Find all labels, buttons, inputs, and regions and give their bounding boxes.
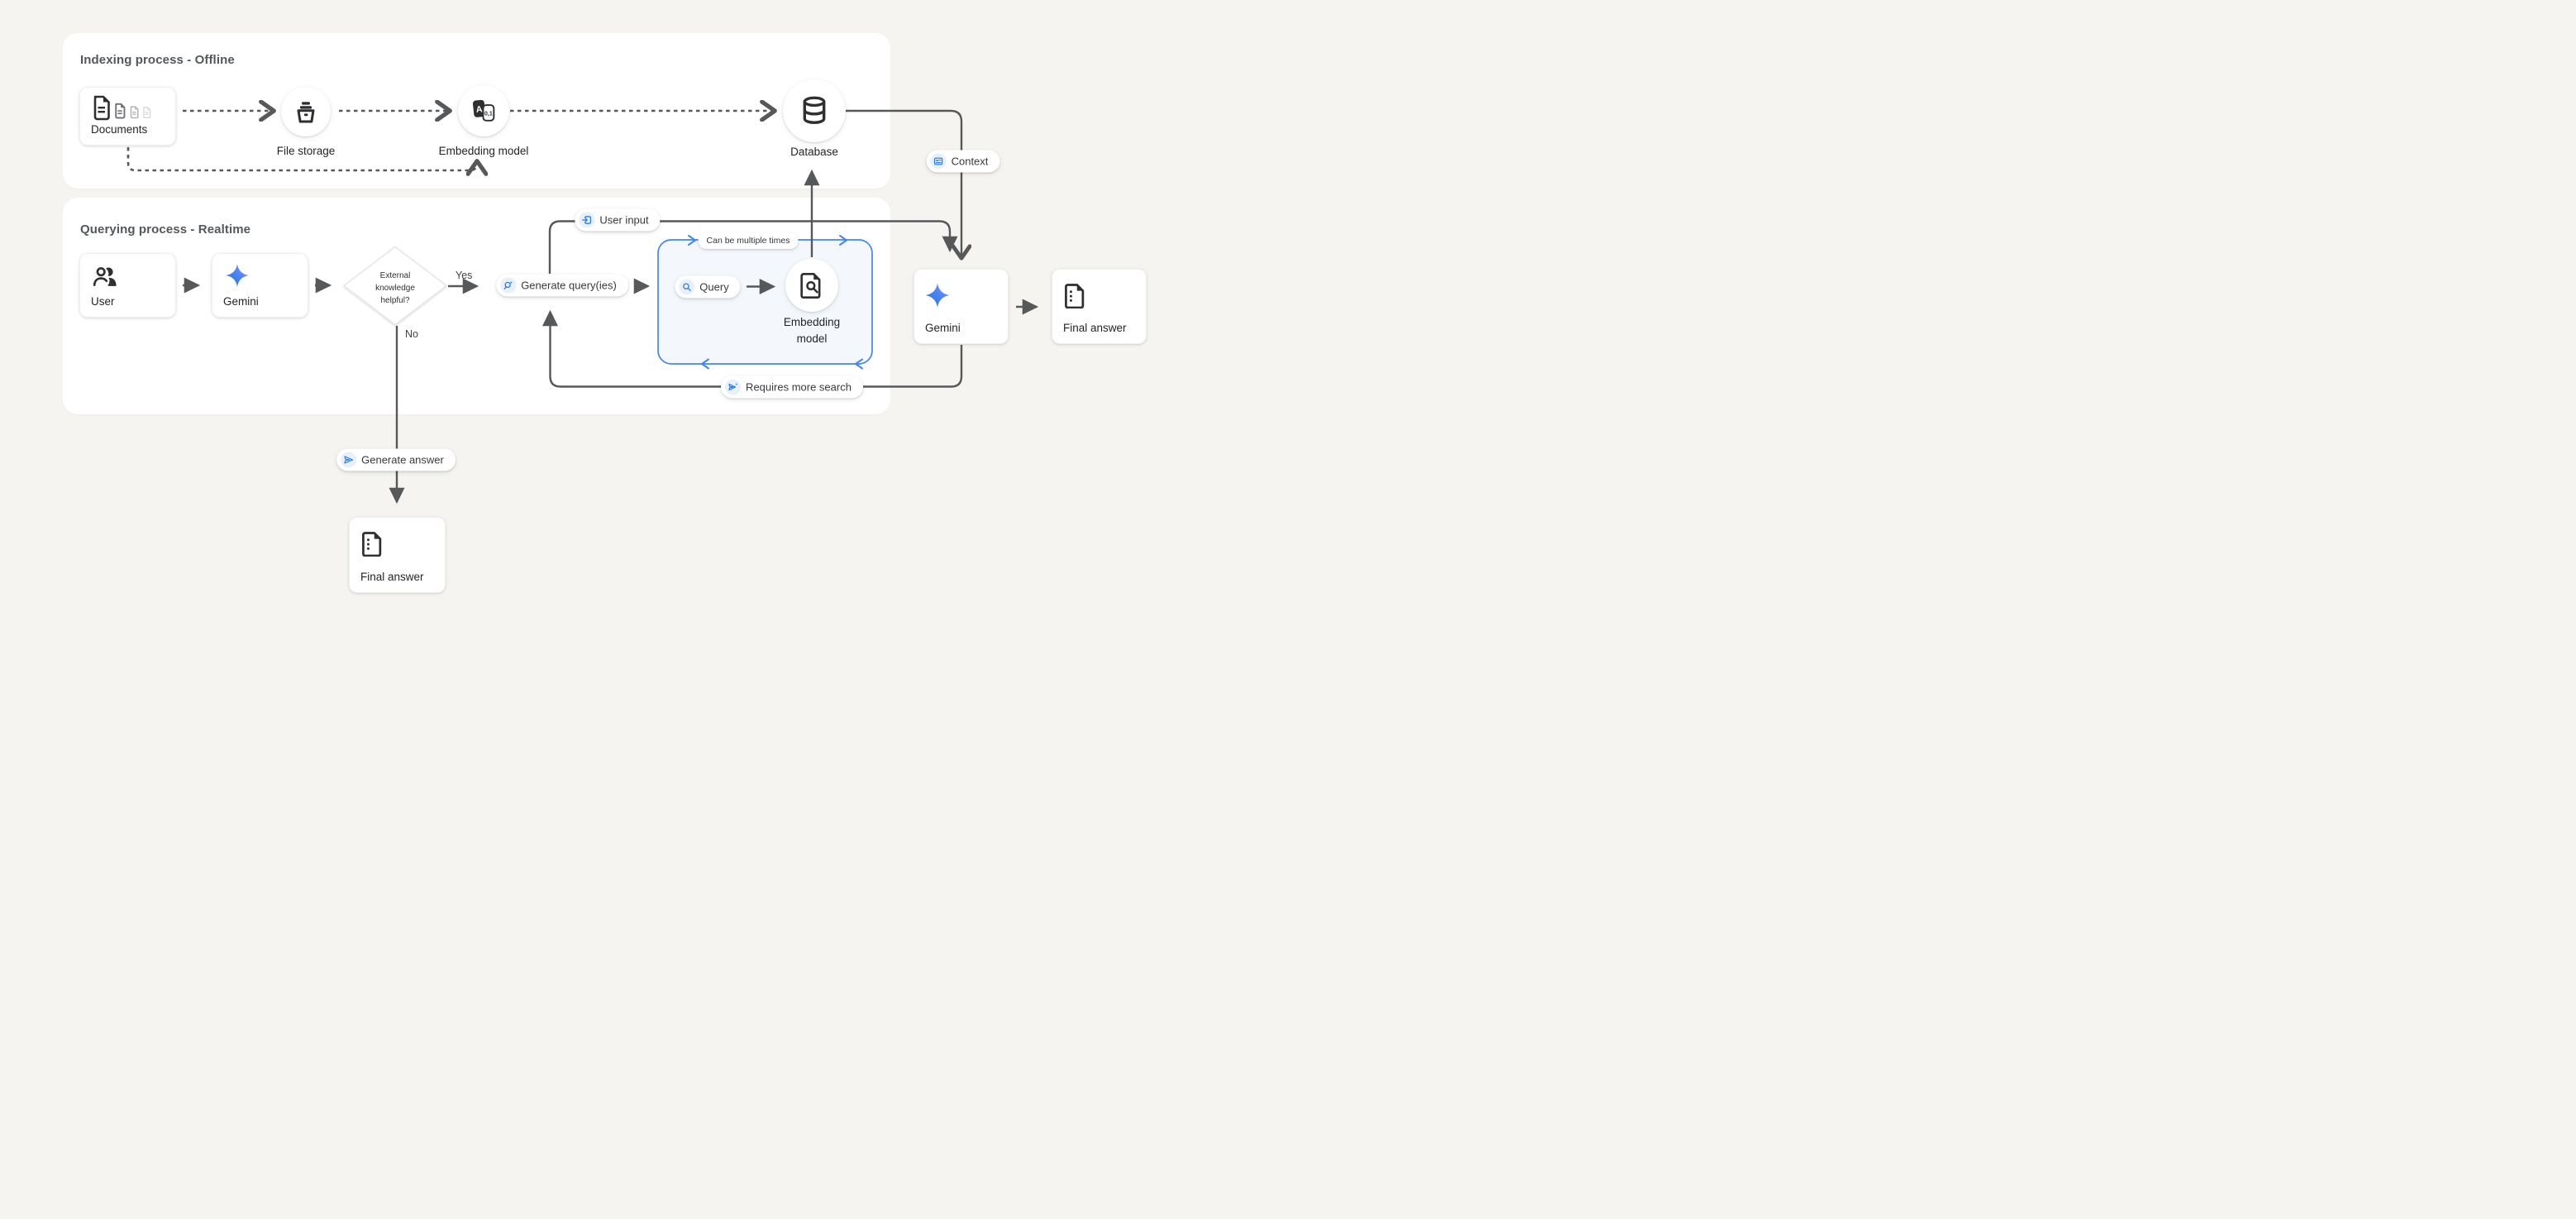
requires-more-search-label: Requires more search bbox=[746, 380, 852, 393]
final-answer-right-node: Final answer bbox=[1052, 269, 1147, 344]
final-answer-bottom-node: Final answer bbox=[349, 517, 446, 593]
user-input-icon bbox=[579, 212, 595, 228]
edge-database-context-to-gemini bbox=[846, 109, 961, 257]
gemini-star-icon bbox=[225, 263, 250, 292]
generate-answer-pill: Generate answer bbox=[336, 448, 456, 471]
embedding-model-label: Embedding model bbox=[438, 145, 529, 157]
user-icon bbox=[92, 265, 118, 292]
database-icon bbox=[803, 96, 826, 124]
documents-icon bbox=[93, 94, 166, 128]
decision-line-3: helpful? bbox=[380, 296, 410, 305]
final-answer-doc-icon bbox=[362, 531, 384, 561]
context-icon bbox=[930, 153, 947, 170]
user-label: User bbox=[91, 295, 115, 308]
svg-text:0,1: 0,1 bbox=[484, 111, 493, 117]
query-pill-label: Query bbox=[699, 280, 729, 293]
doc-search-icon bbox=[800, 272, 821, 299]
embedding-model-query-label: Embedding model bbox=[754, 314, 870, 347]
user-input-pill-label: User input bbox=[599, 213, 649, 227]
context-pill-label: Context bbox=[951, 155, 989, 168]
embedding-model-query-line-1: Embedding bbox=[783, 316, 841, 328]
generate-queries-label: Generate query(ies) bbox=[521, 279, 617, 291]
database-label: Database bbox=[790, 146, 838, 158]
edge-documents-feedback-to-embedding bbox=[126, 147, 477, 170]
query-pill: Query bbox=[675, 275, 741, 298]
generate-answer-label: Generate answer bbox=[361, 453, 444, 466]
send-icon bbox=[341, 452, 357, 468]
querying-panel-title: Querying process - Realtime bbox=[80, 222, 251, 237]
embedding-model-node: A 0,1 bbox=[458, 85, 509, 136]
decision-diamond bbox=[342, 246, 448, 326]
user-input-pill: User input bbox=[575, 208, 661, 232]
gemini-left-node: Gemini bbox=[212, 253, 308, 318]
gemini-left-label: Gemini bbox=[223, 295, 259, 308]
embedding-model-query-line-2: model bbox=[796, 332, 828, 345]
gemini-right-node: Gemini bbox=[914, 269, 1009, 344]
file-storage-icon bbox=[297, 102, 315, 123]
search-sparkle-icon bbox=[500, 277, 517, 293]
embedding-model-query-node bbox=[785, 259, 838, 312]
decision-text: External knowledge helpful? bbox=[341, 270, 449, 307]
requires-more-search-pill: Requires more search bbox=[721, 375, 863, 398]
yes-edge-label: Yes bbox=[456, 270, 473, 281]
documents-node: Documents bbox=[79, 87, 176, 146]
file-storage-label: File storage bbox=[276, 145, 336, 157]
gemini-star-icon bbox=[924, 282, 951, 313]
indexing-panel-title: Indexing process - Offline bbox=[80, 53, 235, 67]
rag-architecture-diagram: Indexing process - Offline Querying proc… bbox=[0, 0, 1288, 614]
database-node bbox=[783, 79, 846, 142]
svg-text:A: A bbox=[475, 104, 483, 115]
final-answer-bottom-label: Final answer bbox=[360, 571, 424, 583]
edge-userinput-to-gemini bbox=[548, 220, 958, 274]
search-icon bbox=[679, 279, 695, 294]
can-be-multiple-times-pill: Can be multiple times bbox=[698, 232, 799, 249]
embedding-model-icon: A 0,1 bbox=[472, 99, 495, 122]
final-answer-doc-icon bbox=[1065, 283, 1086, 313]
user-node: User bbox=[79, 253, 176, 318]
documents-label: Documents bbox=[91, 123, 148, 136]
no-edge-label: No bbox=[405, 328, 418, 340]
context-pill: Context bbox=[926, 150, 1000, 173]
send-sparkle-icon bbox=[725, 379, 742, 394]
decision-line-1: External bbox=[379, 271, 411, 280]
final-answer-right-label: Final answer bbox=[1063, 322, 1127, 334]
gemini-right-label: Gemini bbox=[925, 322, 961, 334]
generate-queries-pill: Generate query(ies) bbox=[496, 274, 628, 296]
file-storage-node bbox=[281, 87, 331, 136]
loop-direction-chevrons bbox=[688, 235, 863, 370]
decision-line-2: knowledge bbox=[375, 284, 415, 293]
